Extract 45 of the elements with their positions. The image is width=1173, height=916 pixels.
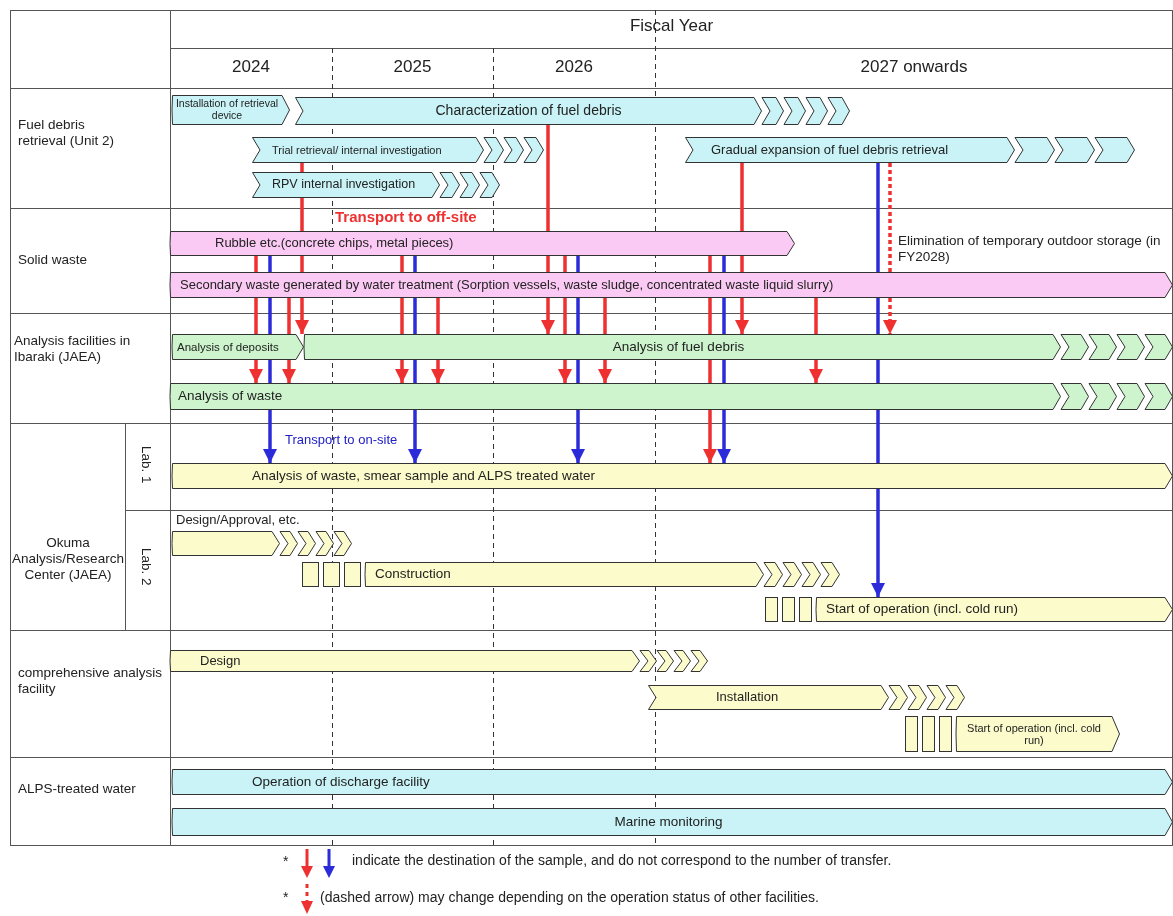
arrow bbox=[883, 298, 897, 334]
arrow bbox=[717, 410, 731, 463]
label-text: ALPS-treated water bbox=[18, 781, 137, 798]
label-text: Fuel debris retrieval (Unit 2) bbox=[18, 117, 116, 150]
label-text: comprehensive analysis facility bbox=[18, 665, 163, 698]
arrow bbox=[809, 360, 823, 383]
timeline-bar: Rubble etc.(concrete chips, metal pieces) bbox=[170, 231, 795, 256]
label-text: * bbox=[283, 889, 289, 906]
row-label: Lab. 1 bbox=[138, 446, 155, 484]
label-text: Solid waste bbox=[18, 252, 89, 269]
timeline-bar: Marine monitoring bbox=[172, 808, 1173, 836]
label-text: Elimination of temporary outdoor storage (in FY2028) bbox=[898, 233, 1162, 266]
arrow bbox=[735, 298, 749, 334]
label-text: Transport to on-site bbox=[285, 432, 399, 448]
label-text: Analysis facilities in Ibaraki (JAEA) bbox=[14, 333, 132, 366]
label-text: 2024 bbox=[231, 57, 271, 78]
timeline-bar: Analysis of waste, smear sample and ALPS treated water bbox=[172, 463, 1173, 489]
row-label: Lab. 2 bbox=[138, 548, 155, 586]
label-text: Transport to off-site bbox=[335, 208, 478, 226]
timeline-bar: Installation of retrieval device bbox=[172, 95, 290, 125]
timeline-bar: Operation of discharge facility bbox=[172, 769, 1173, 795]
arrow bbox=[395, 360, 409, 383]
timeline-bar: Design/Approval, etc. bbox=[172, 512, 352, 556]
arrow bbox=[249, 360, 263, 383]
label-text: Okuma Analysis/Research Center (JAEA) bbox=[12, 535, 124, 584]
timeline-bar: Secondary waste generated by water treatment (Sorption vessels, waste sludge, concentrated waste liquid slurry) bbox=[170, 272, 1173, 298]
legend-text: indicate the destination of the sample, and do not correspond to the number of transfer. bbox=[352, 852, 892, 868]
arrow bbox=[431, 360, 445, 383]
arrow bbox=[703, 410, 717, 463]
arrow bbox=[295, 298, 309, 334]
arrow bbox=[558, 360, 572, 383]
arrow bbox=[541, 298, 555, 334]
label-text: Fiscal Year bbox=[628, 16, 715, 37]
arrow bbox=[598, 360, 612, 383]
label-text: 2027 onwards bbox=[859, 57, 969, 78]
label-text: 2026 bbox=[554, 57, 594, 78]
arrow bbox=[263, 410, 277, 463]
legend-text: (dashed arrow) may change depending on the operation status of other facilities. bbox=[320, 889, 819, 905]
label-text: * bbox=[283, 853, 289, 870]
arrow bbox=[282, 360, 296, 383]
label-text: 2025 bbox=[392, 57, 433, 78]
arrow bbox=[408, 410, 422, 463]
arrow bbox=[871, 489, 885, 597]
timeline-bar: Analysis of deposits bbox=[172, 334, 304, 360]
arrow bbox=[571, 410, 585, 463]
